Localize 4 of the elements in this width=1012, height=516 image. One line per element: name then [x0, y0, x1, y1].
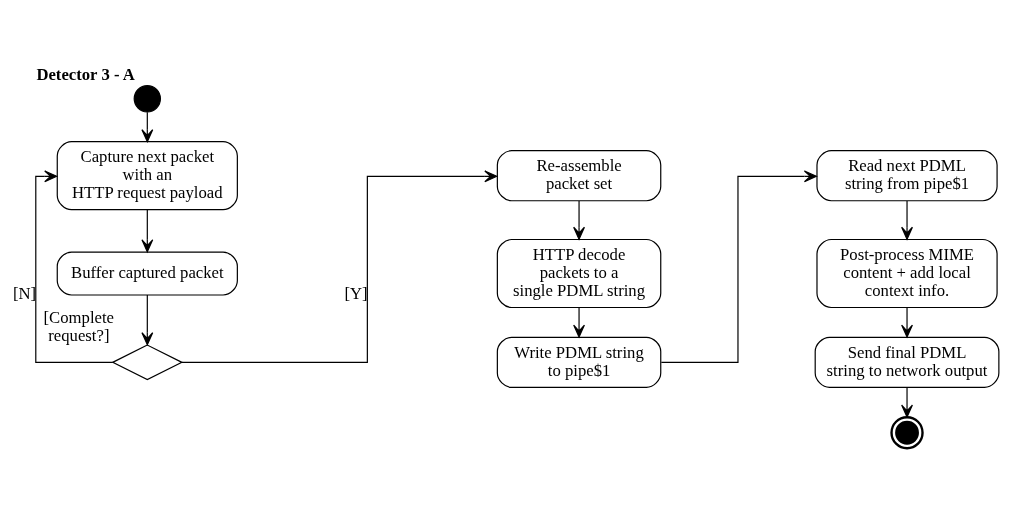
node-label: [Complete request?]: [43, 307, 114, 345]
edge-label: [N]: [12, 283, 37, 303]
node-label: Detector 3 - A: [36, 64, 135, 84]
edge-label: [Y]: [344, 283, 368, 303]
